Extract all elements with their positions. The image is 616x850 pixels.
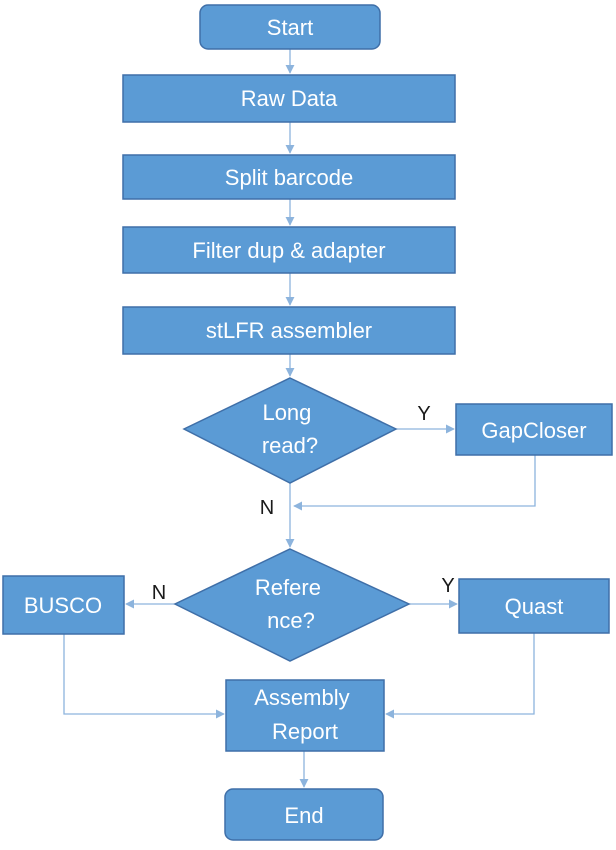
node-busco (2, 575, 125, 635)
node-raw-data (122, 74, 456, 123)
edge-quast-to-report (385, 633, 535, 719)
node-gapcloser (455, 403, 613, 456)
node-start (199, 4, 381, 50)
edge-busco-to-report (63, 634, 225, 719)
edge-label-long-read-yes: Y (417, 403, 430, 425)
node-quast (458, 578, 610, 634)
edge-label-long-read-no: N (260, 497, 274, 519)
node-assembly-report-label: Assembly Report (254, 685, 355, 744)
node-assembly-report (225, 679, 385, 752)
node-reference-label-line1: Refere (255, 575, 321, 600)
node-long-read-decision (182, 377, 398, 484)
node-reference-label-line2: nce? (267, 608, 315, 633)
node-gapcloser-label: GapCloser (481, 418, 586, 443)
node-reference-label: Refere nce? (255, 575, 327, 633)
node-long-read-label-line1: Long (262, 400, 311, 425)
node-reference-decision (173, 548, 411, 662)
node-assembler (122, 306, 456, 355)
node-end (224, 788, 384, 841)
node-split-barcode (122, 154, 456, 200)
node-filter (122, 226, 456, 274)
node-start-label: Start (267, 15, 313, 40)
node-assembler-label: stLFR assembler (206, 318, 372, 343)
node-split-barcode-label: Split barcode (225, 165, 353, 190)
edge-label-reference-yes: Y (441, 575, 454, 597)
node-long-read-label: Long read? (262, 400, 318, 458)
node-quast-label: Quast (505, 594, 564, 619)
node-long-read-label-line2: read? (262, 433, 318, 458)
node-assembly-report-label-line1: Assembly (254, 685, 349, 710)
edge-gapcloser-to-merge (293, 455, 536, 511)
node-end-label: End (284, 803, 323, 828)
edges (63, 49, 536, 788)
edge-label-reference-no: N (152, 582, 166, 604)
node-raw-data-label: Raw Data (241, 86, 338, 111)
edge-labels: Y N N Y (152, 403, 455, 604)
node-busco-label: BUSCO (24, 593, 102, 618)
node-filter-label: Filter dup & adapter (192, 238, 385, 263)
node-assembly-report-label-line2: Report (272, 719, 338, 744)
nodes: Start Raw Data Split barcode Filter dup … (2, 4, 613, 841)
